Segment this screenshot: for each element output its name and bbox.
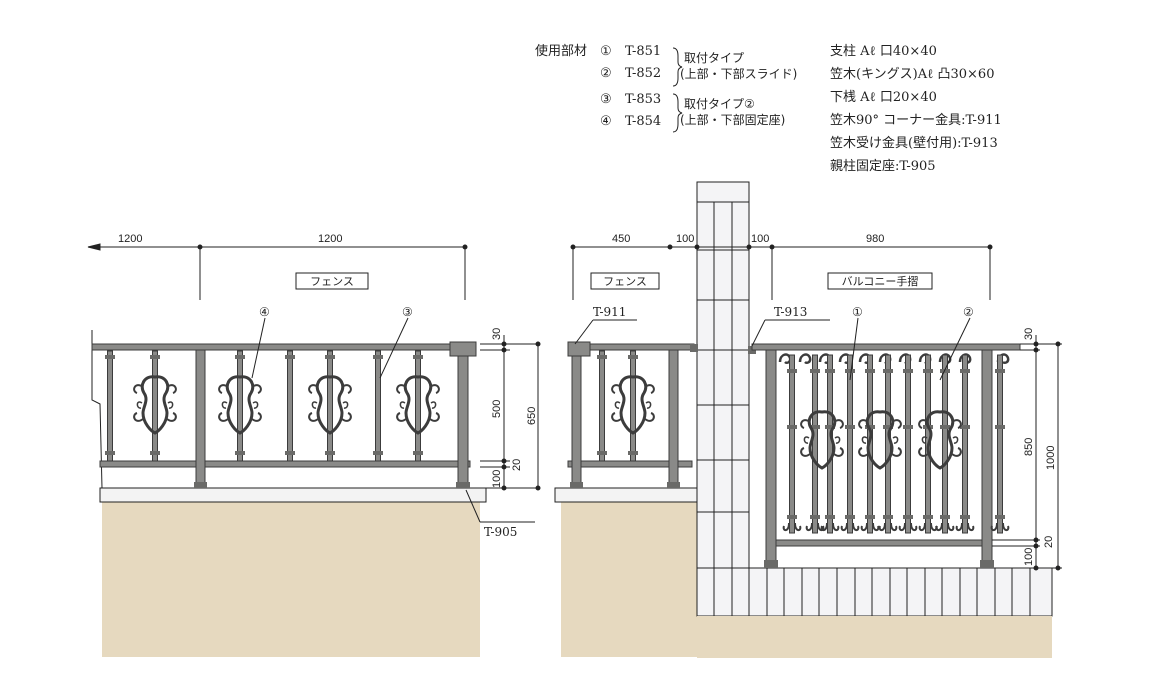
- dim-balcony-top: 30: [1023, 328, 1035, 340]
- part-1-code: T-851: [625, 44, 662, 59]
- callout-4: ④: [259, 305, 270, 319]
- dim-right-span: 980: [866, 233, 884, 245]
- middle-fence: [567, 341, 698, 488]
- dim-fence-height: 650: [526, 407, 538, 425]
- fence-label-middle: フェンス: [603, 275, 647, 288]
- group-braces: [672, 47, 683, 133]
- part-2-num: ②: [600, 66, 612, 81]
- brick-column: [696, 181, 750, 569]
- brick-base-wall: [696, 567, 1053, 658]
- group-2-sub: (上部・下部固定座): [680, 113, 786, 127]
- part-2-code: T-852: [625, 66, 662, 81]
- ground-left: [102, 502, 480, 657]
- balcony-railing: [748, 343, 1021, 568]
- dim-infill: 500: [491, 400, 503, 418]
- fence-label-box-middle: [590, 272, 660, 290]
- dim-balcony-infill: 850: [1023, 438, 1035, 456]
- spec-post: 支柱 Aℓ 口40×40: [830, 44, 937, 59]
- dim-bottom-rail: 20: [511, 459, 523, 471]
- fence-label-box-left: [295, 272, 369, 290]
- part-3-num: ③: [600, 92, 612, 107]
- fence-label-left: フェンス: [310, 275, 354, 288]
- dim-base-gap: 100: [491, 470, 503, 488]
- balcony-label-box: [827, 272, 933, 290]
- dim-balcony-height: 1000: [1045, 446, 1057, 470]
- spec-corner-fitting: 笠木90° コーナー金具:T-911: [830, 113, 1002, 128]
- part-1-num: ①: [600, 44, 612, 59]
- spec-bottom-rail: 下桟 Aℓ 口20×40: [830, 90, 937, 105]
- part-4-num: ④: [600, 114, 612, 129]
- part-3-code: T-853: [625, 92, 662, 107]
- group-2-title: 取付タイプ②: [684, 97, 755, 111]
- group-1-sub: (上部・下部スライド): [680, 67, 798, 81]
- group-1-title: 取付タイプ: [684, 51, 745, 65]
- callout-3: ③: [402, 305, 413, 319]
- spec-post-base: 親柱固定座:T-905: [830, 159, 936, 174]
- callout-t913: T-913: [774, 305, 807, 319]
- callout-2: ②: [963, 305, 974, 319]
- dim-col-gap-right: 100: [751, 233, 769, 245]
- base-slab-left: [99, 487, 487, 503]
- spec-wall-bracket: 笠木受け金具(壁付用):T-913: [830, 136, 998, 151]
- dim-balcony-bottom: 20: [1043, 536, 1055, 548]
- spec-handrail: 笠木(キングス)Aℓ 凸30×60: [830, 67, 995, 82]
- dim-col-gap-left: 100: [676, 233, 694, 245]
- left-fence: [91, 330, 477, 489]
- callout-t905: T-905: [484, 525, 517, 539]
- legend-header: 使用部材: [535, 44, 588, 59]
- dimension-lines: [87, 243, 1062, 571]
- dim-mid-span: 450: [612, 233, 630, 245]
- callout-1: ①: [852, 305, 863, 319]
- material-legend: 使用部材 ① T-851 ② T-852 ③ T-853 ④ T-854 取付タ…: [0, 0, 1160, 200]
- dim-left-span: 1200: [318, 233, 342, 245]
- dim-balcony-base: 100: [1023, 548, 1035, 566]
- dim-top-rail: 30: [491, 328, 503, 340]
- callout-leaders: [251, 317, 971, 523]
- balcony-label: バルコニー手摺: [842, 274, 919, 288]
- callout-t911: T-911: [593, 305, 626, 319]
- dim-left-run: 1200: [118, 233, 142, 245]
- part-4-code: T-854: [625, 114, 662, 129]
- ground-middle: [561, 502, 698, 657]
- base-slab-middle: [554, 487, 699, 503]
